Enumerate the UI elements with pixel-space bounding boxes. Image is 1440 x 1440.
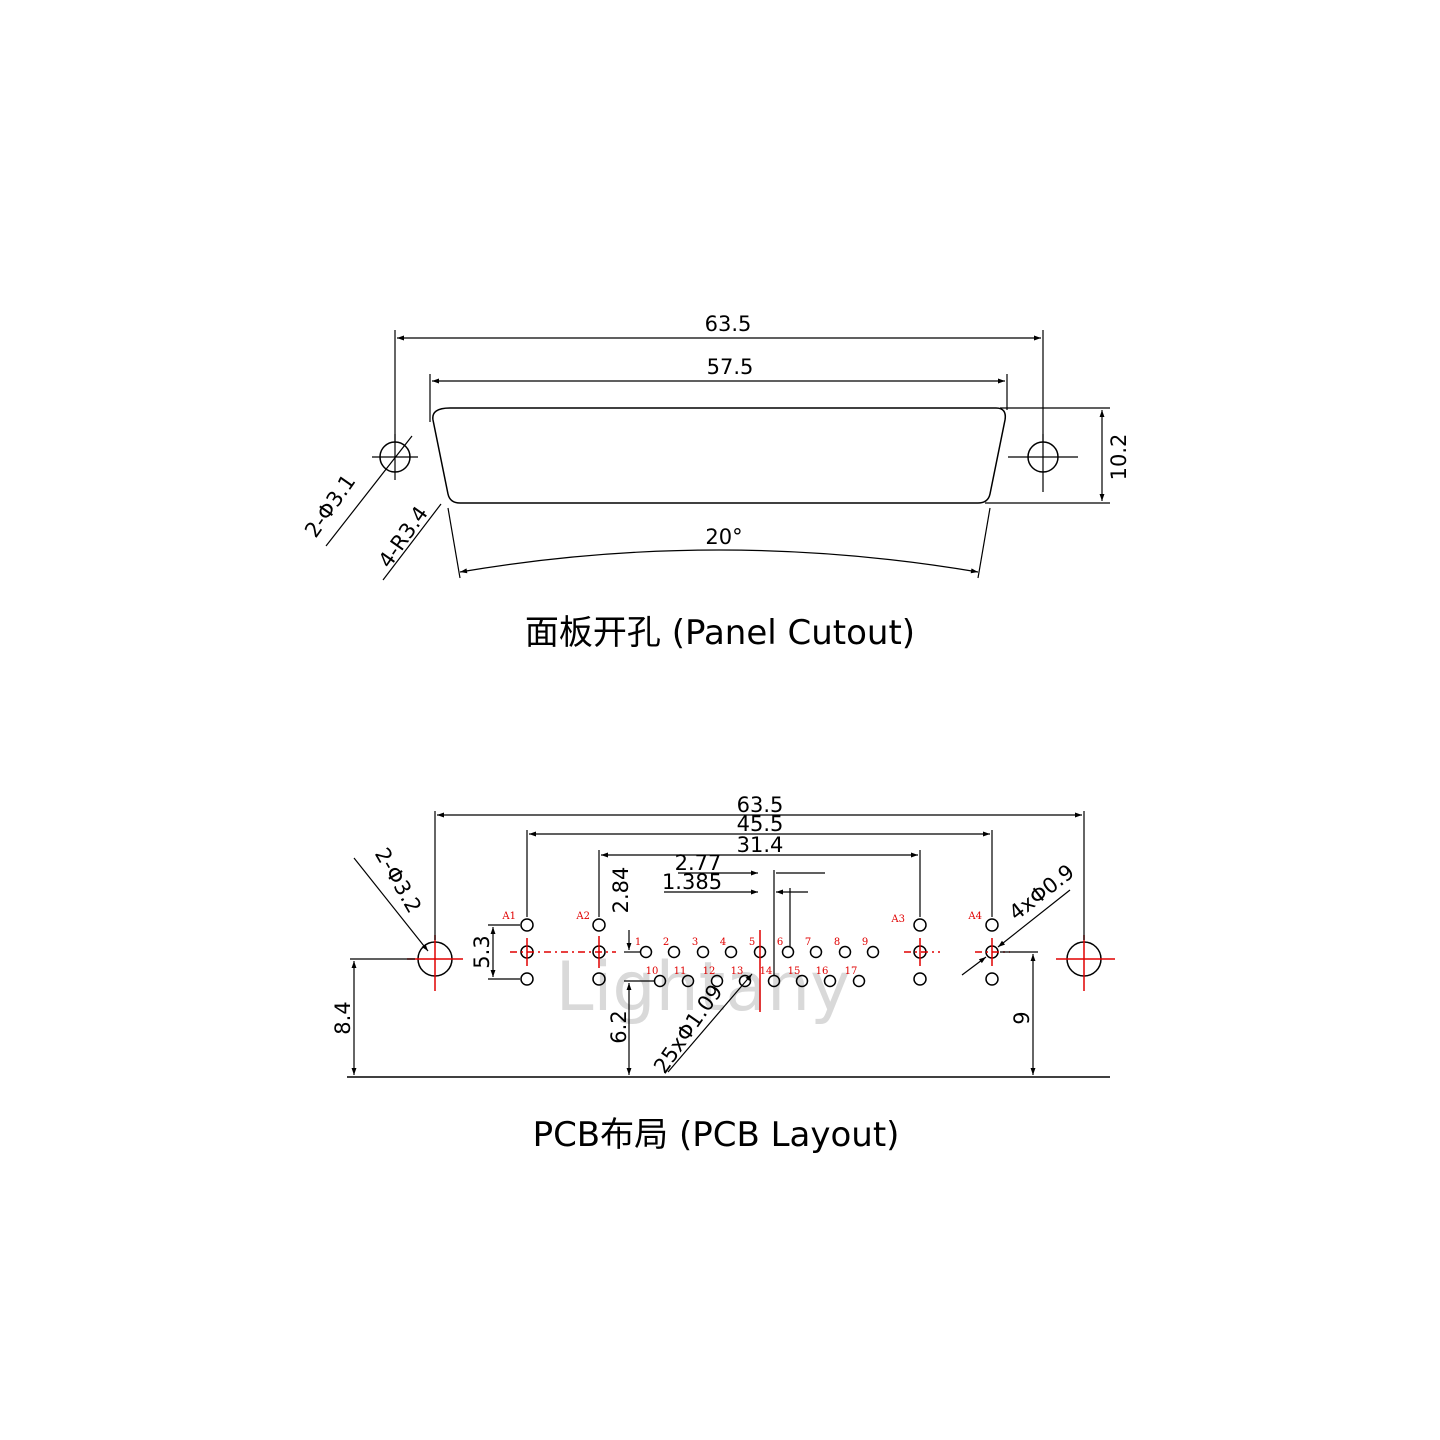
signal-pins: 1 2 3 4 5 6 7 8 9 10 11 12 13 14 15 16 1…: [635, 930, 880, 1012]
panel-caption: 面板开孔 (Panel Cutout): [525, 613, 915, 653]
dim-57-5: 57.5: [707, 355, 754, 379]
leader-4-r3-4: [382, 503, 442, 581]
label-2-phi3-1: 2-Φ3.1: [300, 470, 360, 542]
watermark: Lightany: [556, 948, 851, 1027]
leader-4-phi0-9: [997, 889, 1071, 948]
pcb-right-mount-hole: [1056, 935, 1115, 991]
pin-label-12: 12: [703, 966, 716, 977]
pin-label-10: 10: [646, 966, 659, 977]
pin-label-13: 13: [731, 966, 744, 977]
pin-label-2: 2: [663, 937, 669, 948]
cutout-outline: [432, 407, 1007, 504]
dim-2-77: 2.77: [675, 851, 722, 875]
dim-8-4: 8.4: [331, 1001, 355, 1034]
dim-63-5-top: 63.5: [705, 312, 752, 336]
right-mount-hole: [1008, 434, 1078, 492]
dim-6-2: 6.2: [607, 1010, 631, 1043]
pin-label-4: 4: [720, 937, 726, 948]
pin-label-5: 5: [749, 937, 755, 948]
pin-label-15: 15: [788, 966, 801, 977]
pin-label-A3: A3: [890, 914, 905, 925]
panel-cutout-view: 63.5 57.5 10.2 20° 2-Φ3.1 4-R3.4 面板开孔 (P…: [300, 312, 1131, 653]
dim-5-3: 5.3: [470, 935, 494, 968]
dim-2-84: 2.84: [609, 867, 633, 914]
dim-31-4: 31.4: [737, 833, 784, 857]
pin-label-1: 1: [635, 937, 641, 948]
pcb-left-mount-hole: [407, 935, 463, 991]
dim-arc-20deg: [459, 549, 979, 574]
pin-label-3: 3: [692, 937, 698, 948]
leader-25-phi1-09: [667, 973, 753, 1073]
dim-45-5: 45.5: [737, 812, 784, 836]
dim-1-385: 1.385: [662, 870, 722, 894]
pin-label-14: 14: [760, 966, 773, 977]
pin-label-16: 16: [816, 966, 829, 977]
pcb-layout-view: Lightany A1 A2: [331, 793, 1115, 1155]
pin-label-8: 8: [834, 937, 840, 948]
dim-pcb-63-5: 63.5: [737, 793, 784, 817]
pin-label-9: 9: [862, 937, 868, 948]
label-4-r3-4: 4-R3.4: [374, 502, 433, 572]
pcb-caption: PCB布局 (PCB Layout): [533, 1115, 900, 1155]
leader-2-phi3-1: [325, 435, 413, 547]
shell-pins: A1 A2 A3 A4: [501, 911, 1010, 986]
pin-label-6: 6: [777, 937, 783, 948]
dim-20deg: 20°: [705, 525, 742, 549]
pin-label-A4: A4: [967, 911, 982, 922]
pin-label-17: 17: [845, 966, 858, 977]
pin-label-A1: A1: [501, 911, 516, 922]
label-2-phi3-2: 2-Φ3.2: [370, 844, 426, 917]
leader-2-phi3-2: [353, 857, 429, 952]
dim-10-2: 10.2: [1107, 434, 1131, 481]
dim-9: 9: [1010, 1011, 1034, 1024]
pin-label-7: 7: [805, 937, 811, 948]
pin-label-11: 11: [674, 966, 687, 977]
pin-label-A2: A2: [575, 911, 590, 922]
